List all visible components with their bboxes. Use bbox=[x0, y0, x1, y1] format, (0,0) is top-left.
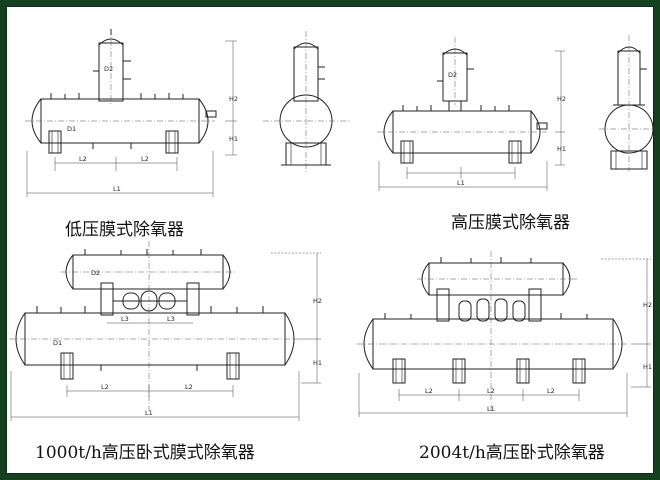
dim-label-h2-d: H2 bbox=[643, 301, 652, 309]
caption-horizontal-2004: 2004t/h高压卧式除氧器 bbox=[419, 443, 605, 463]
horizontal-1000-view: L3 L3 L2 L2 L1 H2 H1 D1 D2 bbox=[9, 241, 322, 421]
caption-low-pressure-membrane: 低压膜式除氧器 bbox=[65, 220, 184, 240]
dim-label-l1-b: L1 bbox=[457, 179, 465, 187]
dim-label-l2-f: L2 bbox=[487, 387, 495, 395]
dim-label-l2-c: L2 bbox=[101, 383, 109, 391]
dim-label-l1-d: L1 bbox=[487, 405, 495, 413]
dim-label-h1-d: H1 bbox=[643, 363, 652, 371]
dim-label-h1-c: H1 bbox=[313, 359, 322, 367]
dim-label-h2-c: H2 bbox=[313, 297, 322, 305]
horizontal-2004-view: L2 L2 L2 L1 H2 H1 bbox=[357, 251, 652, 417]
dim-label-d1-b: D1 bbox=[53, 339, 62, 347]
dim-label-h2-a: H2 bbox=[229, 95, 238, 103]
engineering-drawings: L2 L2 L1 H2 H1 D2 D1 bbox=[9, 29, 654, 421]
dim-label-l2-b: L2 bbox=[141, 155, 149, 163]
high-pressure-side-view bbox=[599, 35, 654, 171]
dim-label-d2-a: D2 bbox=[104, 65, 113, 73]
dim-label-l2-e: L2 bbox=[425, 387, 433, 395]
dim-label-l1-c: L1 bbox=[145, 409, 153, 417]
low-pressure-front-view: L2 L2 L1 H2 H1 D2 D1 bbox=[25, 29, 238, 197]
dim-label-d2-b: D2 bbox=[448, 71, 457, 79]
dim-label-h2-b: H2 bbox=[557, 95, 566, 103]
dim-label-l2-a: L2 bbox=[79, 155, 87, 163]
high-pressure-front-view: L1 H2 H1 D2 bbox=[377, 37, 566, 191]
dim-label-l2-d: L2 bbox=[185, 383, 193, 391]
low-pressure-side-view bbox=[263, 31, 351, 173]
caption-high-pressure-membrane: 高压膜式除氧器 bbox=[451, 213, 570, 233]
dim-label-l3-b: L3 bbox=[167, 315, 175, 323]
dim-label-d1-a: D1 bbox=[67, 125, 76, 133]
caption-horizontal-1000: 1000t/h高压卧式膜式除氧器 bbox=[35, 443, 255, 463]
dim-label-l2-g: L2 bbox=[547, 387, 555, 395]
drawing-panel: L2 L2 L1 H2 H1 D2 D1 bbox=[6, 6, 654, 474]
dim-label-h1-a: H1 bbox=[229, 135, 238, 143]
dim-label-l1-a: L1 bbox=[113, 185, 121, 193]
dim-label-l3-a: L3 bbox=[121, 315, 129, 323]
dim-label-d2-c: D2 bbox=[91, 269, 100, 277]
dim-label-h1-b: H1 bbox=[557, 145, 566, 153]
